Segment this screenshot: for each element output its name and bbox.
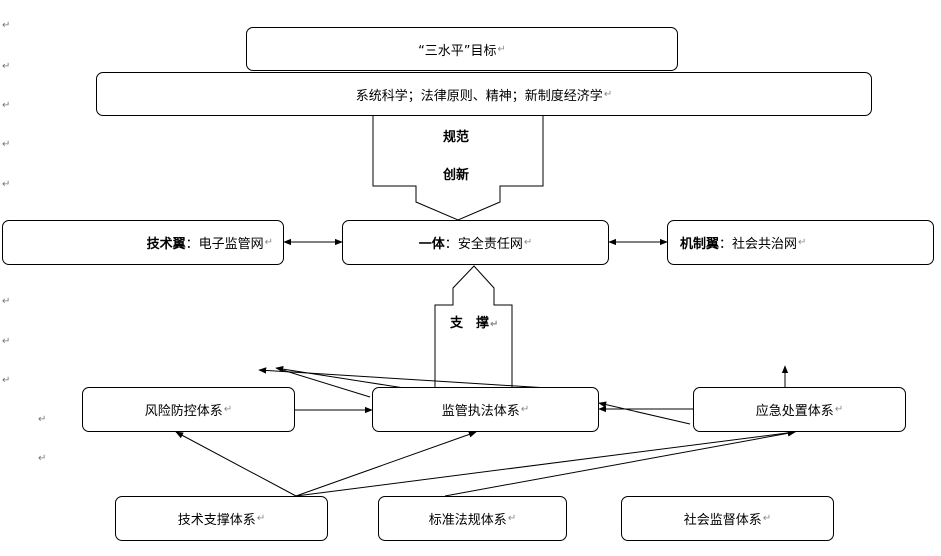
- return-mark: ↵: [2, 375, 11, 386]
- return-mark: ↵: [2, 100, 11, 111]
- left-wing-text: 电子监管网: [198, 237, 264, 252]
- enforcement-up-left-arrow-1: [275, 365, 405, 389]
- return-mark: ↵: [523, 237, 533, 248]
- right-wing-box: 机制翼：社会共治网↵: [667, 220, 934, 265]
- center-body-text: 安全责任网: [457, 237, 523, 252]
- return-mark: ↵: [2, 296, 11, 307]
- goal-text: “三水平”目标: [418, 43, 497, 59]
- tech-support-box: 技术支撑体系↵: [115, 496, 328, 541]
- return-mark: ↵: [2, 139, 11, 150]
- return-mark: ↵: [798, 237, 807, 248]
- support-label-text: 支 撑: [450, 316, 490, 331]
- standards-text: 标准法规体系: [428, 513, 507, 528]
- emergency-box: 应急处置体系↵: [693, 387, 906, 432]
- standards-to-emergency-arrow: [444, 430, 796, 497]
- enforcement-up-left-arrow-2: [258, 367, 549, 389]
- return-mark: ↵: [490, 319, 499, 330]
- return-mark: ↵: [38, 453, 47, 464]
- tech-to-emergency-arrow: [295, 429, 796, 497]
- return-mark: ↵: [38, 414, 47, 425]
- goal-box: “三水平”目标↵: [246, 27, 678, 71]
- return-mark: ↵: [2, 20, 11, 31]
- risk-control-text: 风险防控体系: [144, 404, 223, 419]
- return-mark: ↵: [507, 513, 517, 524]
- return-mark: ↵: [520, 404, 530, 415]
- right-wing-prefix: 机制翼: [680, 237, 720, 252]
- social-supervision-box: 社会监督体系↵: [621, 496, 834, 541]
- return-mark: ↵: [2, 336, 11, 347]
- separator: ：: [444, 237, 458, 252]
- left-wing-box: 技术翼：电子监管网↵: [2, 220, 284, 265]
- risk-up-left-arrow: [275, 367, 371, 398]
- up-arrow-shape: [434, 265, 513, 387]
- center-body-box: 一体：安全责任网↵: [342, 220, 609, 265]
- tech-support-text: 技术支撑体系: [177, 513, 256, 528]
- enforcement-box: 监管执法体系↵: [372, 387, 599, 432]
- return-mark: ↵: [834, 404, 844, 415]
- separator: ：: [719, 237, 733, 252]
- foundation-text: 系统科学；法律原则、精神；新制度经济学: [355, 88, 603, 104]
- return-mark: ↵: [2, 61, 11, 72]
- emergency-to-enforcement-arrow-2: [598, 401, 691, 425]
- innovation-label: 创新: [443, 168, 470, 183]
- right-wing-text: 社会共治网: [732, 237, 798, 252]
- return-mark: ↵: [223, 404, 233, 415]
- return-mark: ↵: [256, 513, 266, 524]
- risk-control-box: 风险防控体系↵: [82, 387, 295, 432]
- enforcement-text: 监管执法体系: [441, 404, 520, 419]
- social-supervision-text: 社会监督体系: [683, 513, 762, 528]
- tech-to-enforcement-arrow: [295, 431, 477, 497]
- emergency-text: 应急处置体系: [755, 404, 834, 419]
- return-mark: ↵: [264, 237, 273, 248]
- center-body-prefix: 一体: [418, 237, 445, 252]
- norm-label: 规范: [443, 130, 470, 145]
- support-label: 支 撑↵: [450, 312, 498, 331]
- return-mark: ↵: [762, 513, 772, 524]
- foundation-box: 系统科学；法律原则、精神；新制度经济学↵: [96, 72, 872, 116]
- return-mark: ↵: [2, 179, 11, 190]
- left-wing-prefix: 技术翼: [146, 237, 186, 252]
- separator: ：: [185, 237, 199, 252]
- return-mark: ↵: [603, 88, 613, 100]
- return-mark: ↵: [497, 43, 506, 55]
- tech-to-risk-arrow: [175, 431, 297, 497]
- standards-box: 标准法规体系↵: [378, 496, 567, 541]
